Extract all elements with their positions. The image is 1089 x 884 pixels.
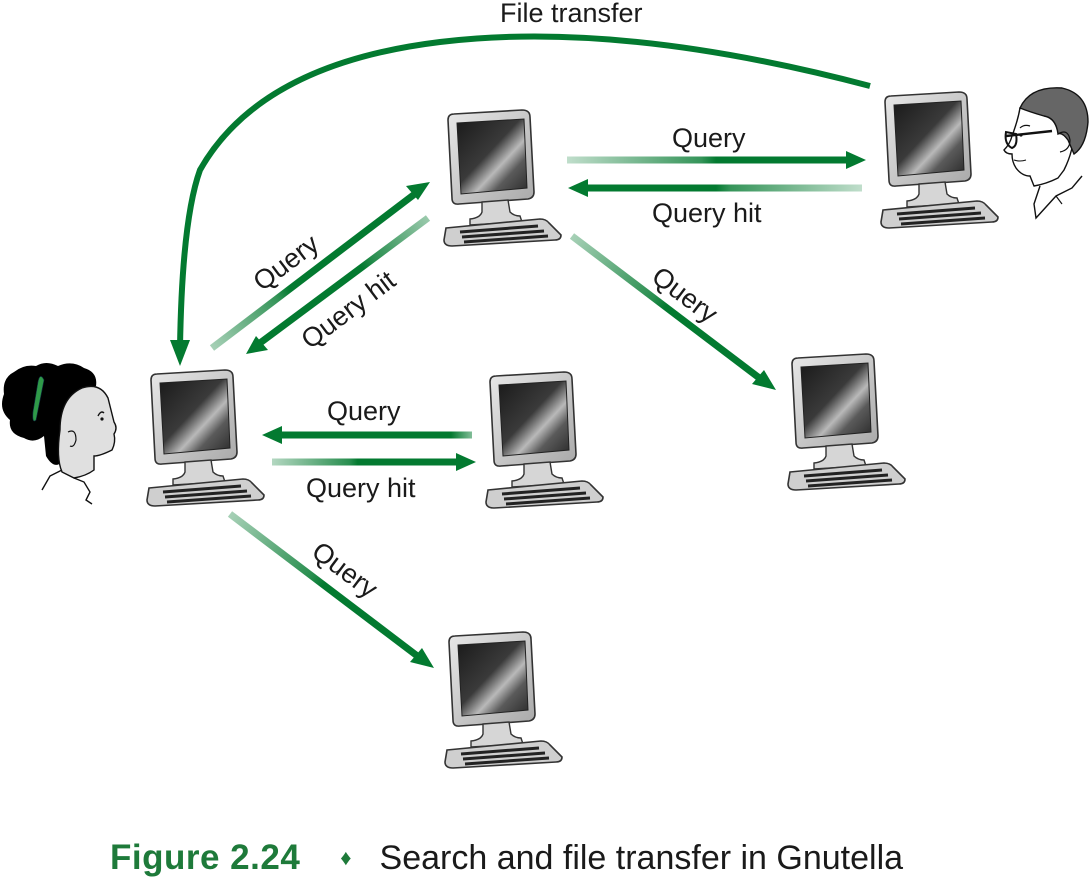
- man-user-icon: [1003, 87, 1089, 220]
- computer-icon-middle: [484, 370, 605, 510]
- query-hit-label-top-right: Query hit: [652, 198, 762, 228]
- query-label-top-right: Query: [672, 123, 746, 153]
- computer-icon-requester: [145, 368, 266, 508]
- query-label-top-diag: Query: [248, 228, 325, 297]
- figure-number: Figure 2.24: [110, 838, 301, 877]
- figure-caption-text: Search and file transfer in Gnutella: [379, 839, 904, 877]
- computer-icon-right: [786, 352, 907, 492]
- diamond-separator-icon: ♦: [340, 845, 352, 870]
- query-arrowhead-middle: [262, 426, 282, 444]
- query-arrowhead-right-diag: [752, 370, 776, 390]
- query-arrow-top-diag: [209, 187, 423, 351]
- query-hit-arrowhead-top-right: [568, 179, 588, 197]
- file-transfer-arrow: [177, 33, 871, 349]
- query-label-bottom-diag: Query: [306, 536, 383, 605]
- computer-icon-bottom: [443, 630, 564, 770]
- query-hit-arrow-top-diag: [253, 215, 431, 349]
- query-hit-arrowhead-middle: [456, 453, 476, 471]
- query-hit-label-middle: Query hit: [306, 473, 416, 503]
- query-arrow-right-diag: [569, 233, 765, 383]
- query-arrow-bottom-diag: [227, 511, 423, 661]
- query-label-middle: Query: [327, 396, 401, 426]
- figure-caption: Figure 2.24 ♦ Search and file transfer in …: [110, 838, 903, 884]
- woman-user-icon: [2, 363, 117, 505]
- computer-icon-top-right: [879, 90, 1000, 230]
- query-arrowhead-top-right: [846, 151, 866, 169]
- file-transfer-arrowhead: [170, 340, 190, 366]
- file-transfer-label: File transfer: [500, 0, 643, 28]
- query-hit-arrowhead-top-diag: [246, 336, 268, 354]
- query-arrowhead-top-diag: [406, 182, 430, 200]
- query-arrowhead-bottom-diag: [410, 648, 434, 668]
- computer-icon-top-center: [442, 108, 563, 248]
